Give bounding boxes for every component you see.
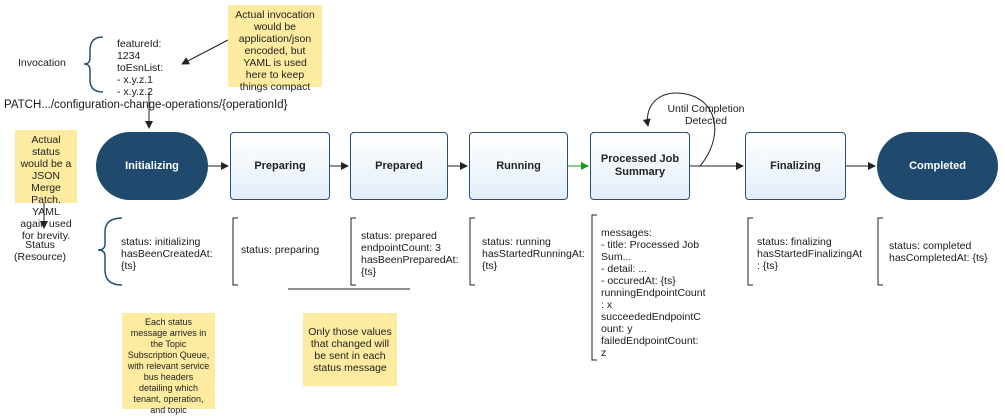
- stage-finalizing: Finalizing: [745, 132, 846, 200]
- loop-arrow: [642, 92, 716, 167]
- stage-running: Running: [469, 132, 568, 200]
- status-preparing: status: preparing: [241, 244, 320, 256]
- status-note: Actual status would be a JSON Merge Patc…: [15, 130, 77, 242]
- status-initializing: status: initializing hasBeenCreatedAt: {…: [121, 236, 213, 272]
- queue-note: Each status message arrives in the Topic…: [122, 313, 215, 415]
- status-completed: status: completed hasCompletedAt: {ts}: [889, 240, 988, 264]
- stage-prepared: Prepared: [350, 132, 448, 200]
- running-bracket: [469, 217, 475, 286]
- status-brace: [97, 217, 123, 286]
- invocation-brace: [83, 36, 104, 93]
- stage-completed: Completed: [877, 132, 998, 200]
- request-path: PATCH.../configuration-change-operations…: [4, 99, 288, 111]
- stage-preparing: Preparing: [230, 132, 330, 200]
- changed-values-note: Only those values that changed will be s…: [303, 313, 397, 386]
- status-prepared: status: prepared endpointCount: 3 hasBee…: [361, 230, 459, 278]
- completed-bracket: [877, 217, 883, 286]
- invocation-note-arrow: [181, 39, 229, 65]
- invocation-body: featureId: 1234 toEsnList: - x.y.z.1 - x…: [117, 38, 164, 98]
- stage-initializing: Initializing: [96, 132, 208, 200]
- status-label: Status (Resource): [14, 239, 66, 263]
- invocation-label: Invocation: [18, 57, 66, 69]
- status-processed-job-summary: messages: - title: Processed Job Sum... …: [601, 227, 706, 359]
- summary-bracket: [591, 214, 597, 361]
- invocation-note: Actual invocation would be application/j…: [228, 5, 322, 93]
- finalizing-bracket: [747, 217, 753, 286]
- prepared-bracket: [350, 217, 356, 286]
- status-finalizing: status: finalizing hasStartedFinalizingA…: [757, 236, 863, 272]
- stage-processed-job-summary: Processed Job Summary: [590, 132, 690, 200]
- preparing-bracket: [232, 217, 238, 286]
- loop-label: Until Completion Detected: [667, 103, 745, 127]
- status-running: status: running hasStartedRunningAt: {ts…: [482, 236, 585, 272]
